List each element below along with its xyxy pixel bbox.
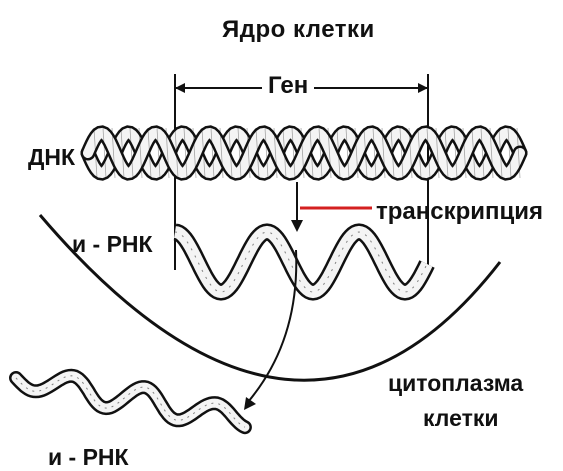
- mrna-ribbon-cytoplasm: [16, 376, 245, 427]
- transcription-label: транскрипция: [376, 200, 543, 224]
- transcription-arrow-head: [291, 220, 303, 232]
- gene-bracket-arrowhead-left: [175, 83, 185, 93]
- dna-label: ДНК: [28, 146, 75, 169]
- gene-label: Ген: [262, 74, 314, 98]
- nucleus-title: Ядро клетки: [222, 18, 375, 42]
- mrna-nucleus-label: и - РНК: [72, 233, 153, 256]
- dna-double-helix: [88, 128, 520, 178]
- mrna-cytoplasm-label: и - РНК: [48, 446, 129, 469]
- cytoplasm-label-line2: клетки: [423, 407, 499, 430]
- mrna-ribbon-nucleus: [175, 232, 427, 292]
- cytoplasm-label: цитоплазма: [388, 372, 523, 395]
- gene-bracket-arrowhead-right: [418, 83, 428, 93]
